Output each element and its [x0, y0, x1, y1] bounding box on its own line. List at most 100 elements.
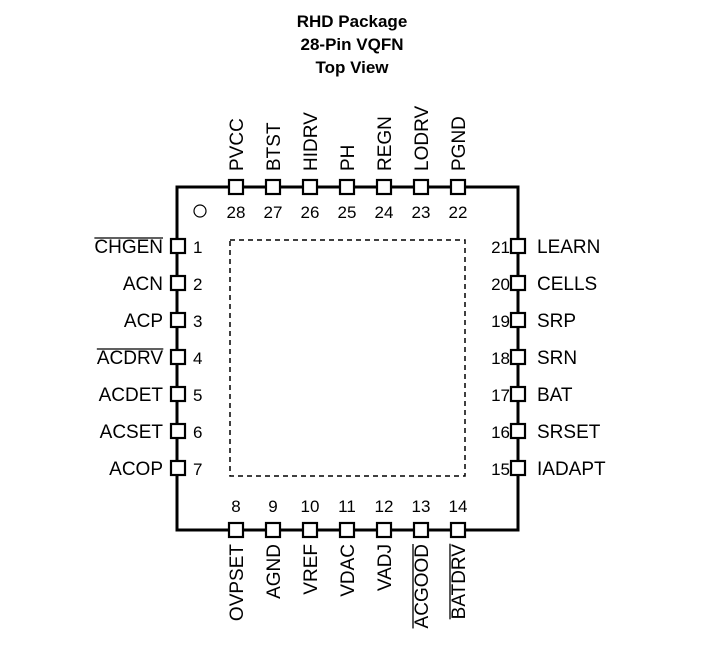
pin-8-number: 8	[231, 497, 240, 516]
pin-13-pad	[412, 521, 430, 539]
pin-8-label: OVPSET	[227, 544, 248, 621]
pin-14-number: 14	[449, 497, 468, 516]
pin-23-pad	[412, 178, 430, 196]
pin-16-label: SRSET	[537, 422, 601, 443]
pin-1-pad	[169, 237, 187, 255]
pin-2-pad	[169, 274, 187, 292]
pin-19-pad	[509, 311, 527, 329]
pin-10-number: 10	[301, 497, 320, 516]
pin-6-number: 6	[193, 423, 202, 442]
pin-25-label: PH	[338, 145, 359, 171]
pin-15: 15 IADAPT	[491, 459, 606, 480]
pin-27-pad	[264, 178, 282, 196]
pin-21-label: LEARN	[537, 237, 600, 258]
pin-17: 17 BAT	[491, 385, 573, 406]
pin-3: 3 ACP	[124, 311, 203, 332]
pin-22-label: PGND	[449, 116, 470, 171]
pin-19-number: 19	[491, 312, 510, 331]
package-title: RHD Package 28-Pin VQFN Top View	[297, 12, 408, 77]
pin-22-number: 22	[449, 203, 468, 222]
pin-18-number: 18	[491, 349, 510, 368]
pin-4-number: 4	[193, 349, 202, 368]
pin-6-label: ACSET	[100, 422, 164, 443]
pin-3-label: ACP	[124, 311, 163, 332]
pin-24-pad	[375, 178, 393, 196]
pin-24-number: 24	[375, 203, 394, 222]
pin-28: 28 PVCC	[227, 118, 248, 222]
pin-7-number: 7	[193, 460, 202, 479]
pin-13-number: 13	[412, 497, 431, 516]
pin-1-number: 1	[193, 238, 202, 257]
pin-4: 4 ACDRV	[97, 348, 203, 369]
pin-5-number: 5	[193, 386, 202, 405]
pin-22-pad	[449, 178, 467, 196]
pin-18: 18 SRN	[491, 348, 577, 369]
pin-7-pad	[169, 459, 187, 477]
pin-7: 7 ACOP	[109, 459, 202, 480]
pin-12-label: VADJ	[375, 544, 396, 591]
pin-17-pad	[509, 385, 527, 403]
pin-6: 6 ACSET	[100, 422, 203, 443]
pin-11-pad	[338, 521, 356, 539]
pin-4-label: ACDRV	[97, 348, 163, 369]
pin-11-number: 11	[338, 497, 356, 516]
pin-15-number: 15	[491, 460, 510, 479]
pin-9-label: AGND	[264, 544, 285, 599]
pin-15-label: IADAPT	[537, 459, 606, 480]
pin1-indicator	[193, 204, 207, 218]
package-outline	[175, 185, 520, 532]
pin-18-label: SRN	[537, 348, 577, 369]
pin-20-label: CELLS	[537, 274, 597, 295]
pin-13-label: ACGOOD	[412, 544, 433, 628]
pin-16-pad	[509, 422, 527, 440]
pin-28-pad	[227, 178, 245, 196]
title-line-1: RHD Package	[297, 12, 408, 31]
thermal-pad-outline	[229, 239, 466, 477]
pin-28-label: PVCC	[227, 118, 248, 171]
pin-8-pad	[227, 521, 245, 539]
pin-17-number: 17	[491, 386, 510, 405]
pin-16: 16 SRSET	[491, 422, 601, 443]
pin-20-pad	[509, 274, 527, 292]
pin-12-number: 12	[375, 497, 394, 516]
pin-19: 19 SRP	[491, 311, 576, 332]
pin-28-number: 28	[227, 203, 246, 222]
pin-2-label: ACN	[123, 274, 163, 295]
pin-15-pad	[509, 459, 527, 477]
pin-20: 20 CELLS	[491, 274, 597, 295]
pin-25-pad	[338, 178, 356, 196]
pin-26-pad	[301, 178, 319, 196]
pin-6-pad	[169, 422, 187, 440]
pin-20-number: 20	[491, 275, 510, 294]
pin-17-label: BAT	[537, 385, 573, 406]
pin-11-label: VDAC	[338, 544, 359, 597]
pin-10-label: VREF	[301, 544, 322, 595]
pin-3-number: 3	[193, 312, 202, 331]
pin-19-label: SRP	[537, 311, 576, 332]
pin-16-number: 16	[491, 423, 510, 442]
pin-26-label: HIDRV	[301, 112, 322, 171]
pin-9-pad	[264, 521, 282, 539]
title-line-3: Top View	[315, 58, 389, 77]
pin-24-label: REGN	[375, 116, 396, 171]
pin-9-number: 9	[268, 497, 277, 516]
title-line-2: 28-Pin VQFN	[301, 35, 404, 54]
pin-22: 22 PGND	[449, 116, 470, 222]
pin-7-label: ACOP	[109, 459, 163, 480]
pin-27-label: BTST	[264, 122, 285, 171]
pin-10-pad	[301, 521, 319, 539]
